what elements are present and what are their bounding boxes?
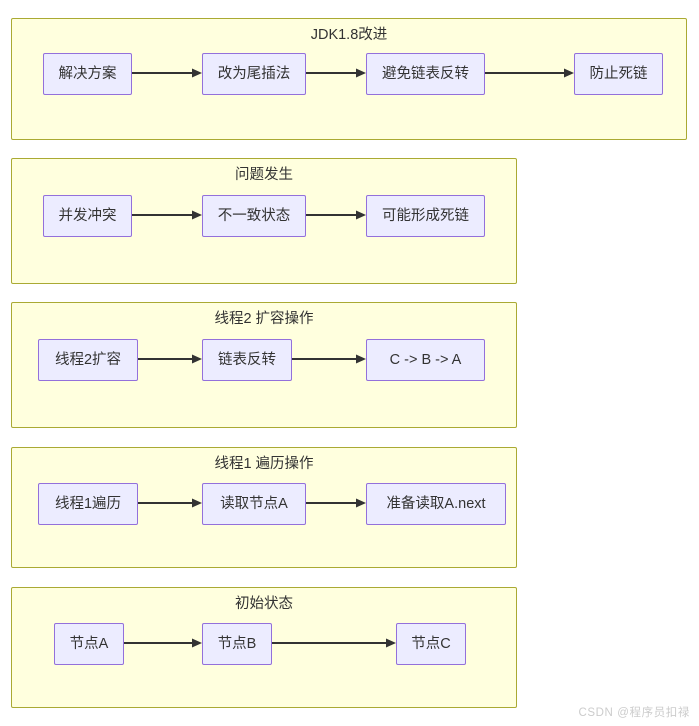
edge-arrow	[485, 67, 574, 79]
edge-arrow	[272, 637, 396, 649]
node-box[interactable]: 线程2扩容	[38, 339, 138, 381]
node-box[interactable]: 链表反转	[202, 339, 292, 381]
subgraph-title: 初始状态	[235, 596, 293, 612]
edge-arrow	[292, 353, 366, 365]
edge-arrow	[132, 67, 202, 79]
node-box[interactable]: 读取节点A	[202, 483, 306, 525]
node-box[interactable]: 线程1遍历	[38, 483, 138, 525]
edge-arrow	[124, 637, 202, 649]
edge-arrow	[138, 353, 202, 365]
subgraph-thread1: 线程1 遍历操作 线程1遍历 读取节点A 准备读取A.next	[11, 447, 517, 568]
node-box[interactable]: 改为尾插法	[202, 53, 306, 95]
subgraph-thread2: 线程2 扩容操作 线程2扩容 链表反转 C -> B -> A	[11, 302, 517, 428]
subgraph-problem: 问题发生 并发冲突 不一致状态 可能形成死链	[11, 158, 517, 284]
node-box[interactable]: 节点A	[54, 623, 124, 665]
subgraph-jdk18: JDK1.8改进 解决方案 改为尾插法 避免链表反转 防止死链	[11, 18, 687, 140]
subgraph-title: 线程1 遍历操作	[214, 456, 314, 472]
node-box[interactable]: 防止死链	[574, 53, 663, 95]
node-box[interactable]: 准备读取A.next	[366, 483, 506, 525]
node-box[interactable]: 不一致状态	[202, 195, 306, 237]
node-box[interactable]: 节点C	[396, 623, 466, 665]
subgraph-initial: 初始状态 节点A 节点B 节点C	[11, 587, 517, 708]
node-box[interactable]: C -> B -> A	[366, 339, 485, 381]
subgraph-title: 问题发生	[235, 167, 293, 183]
edge-arrow	[132, 209, 202, 221]
node-box[interactable]: 避免链表反转	[366, 53, 485, 95]
subgraph-title: 线程2 扩容操作	[214, 311, 314, 327]
csdn-watermark: CSDN @程序员扣禄	[578, 707, 690, 719]
node-box[interactable]: 可能形成死链	[366, 195, 485, 237]
subgraph-title: JDK1.8改进	[310, 27, 388, 43]
edge-arrow	[306, 209, 366, 221]
edge-arrow	[306, 497, 366, 509]
edge-arrow	[306, 67, 366, 79]
node-box[interactable]: 解决方案	[43, 53, 132, 95]
edge-arrow	[138, 497, 202, 509]
node-box[interactable]: 并发冲突	[43, 195, 132, 237]
node-box[interactable]: 节点B	[202, 623, 272, 665]
